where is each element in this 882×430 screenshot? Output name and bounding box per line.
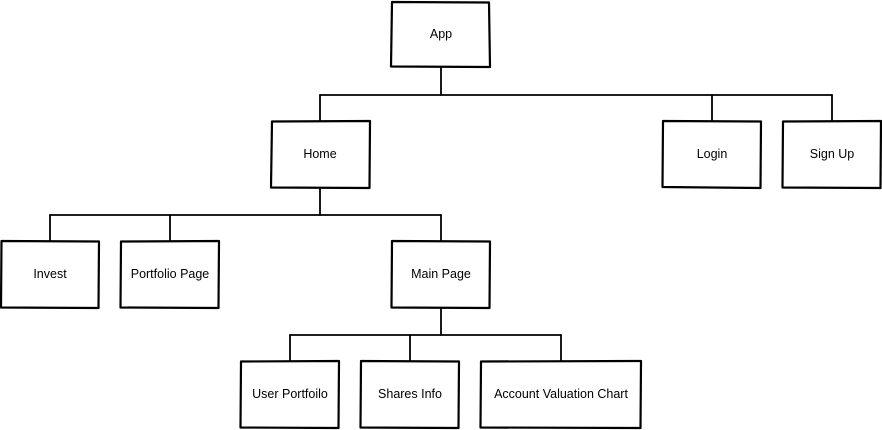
node-account-valuation-chart[interactable]: Account Valuation Chart xyxy=(479,359,643,430)
connectors xyxy=(49,66,833,362)
node-app-label: App xyxy=(430,27,452,41)
node-shares-info-label: Shares Info xyxy=(378,387,442,401)
node-portfolio-page-label: Portfolio Page xyxy=(131,267,210,281)
node-account-valuation-chart-box xyxy=(479,359,643,430)
node-user-portfolio-box xyxy=(239,359,341,430)
node-signup[interactable]: Sign Up xyxy=(781,119,882,190)
node-invest-box xyxy=(0,239,101,310)
node-main-page[interactable]: Main Page xyxy=(390,239,492,310)
node-portfolio-page-box xyxy=(119,239,221,310)
node-login-label: Login xyxy=(697,147,728,161)
node-main-page-label: Main Page xyxy=(411,267,471,281)
node-signup-label: Sign Up xyxy=(810,147,855,161)
node-portfolio-page[interactable]: Portfolio Page xyxy=(119,239,221,310)
node-home-label: Home xyxy=(303,147,336,161)
node-home-box xyxy=(269,119,372,190)
node-home[interactable]: Home xyxy=(269,119,372,190)
node-shares-info[interactable]: Shares Info xyxy=(359,359,461,430)
node-login-box xyxy=(661,119,763,190)
node-user-portfolio[interactable]: User Portfoilo xyxy=(239,359,341,430)
node-user-portfolio-label: User Portfoilo xyxy=(252,387,328,401)
node-login[interactable]: Login xyxy=(661,119,763,190)
node-account-valuation-chart-label: Account Valuation Chart xyxy=(494,387,628,401)
node-invest[interactable]: Invest xyxy=(0,239,101,310)
node-main-page-box xyxy=(390,239,492,310)
node-invest-label: Invest xyxy=(33,267,67,281)
node-app-box xyxy=(389,0,492,69)
node-signup-box xyxy=(781,119,882,190)
node-shares-info-box xyxy=(359,359,461,430)
node-app[interactable]: App xyxy=(389,0,492,69)
